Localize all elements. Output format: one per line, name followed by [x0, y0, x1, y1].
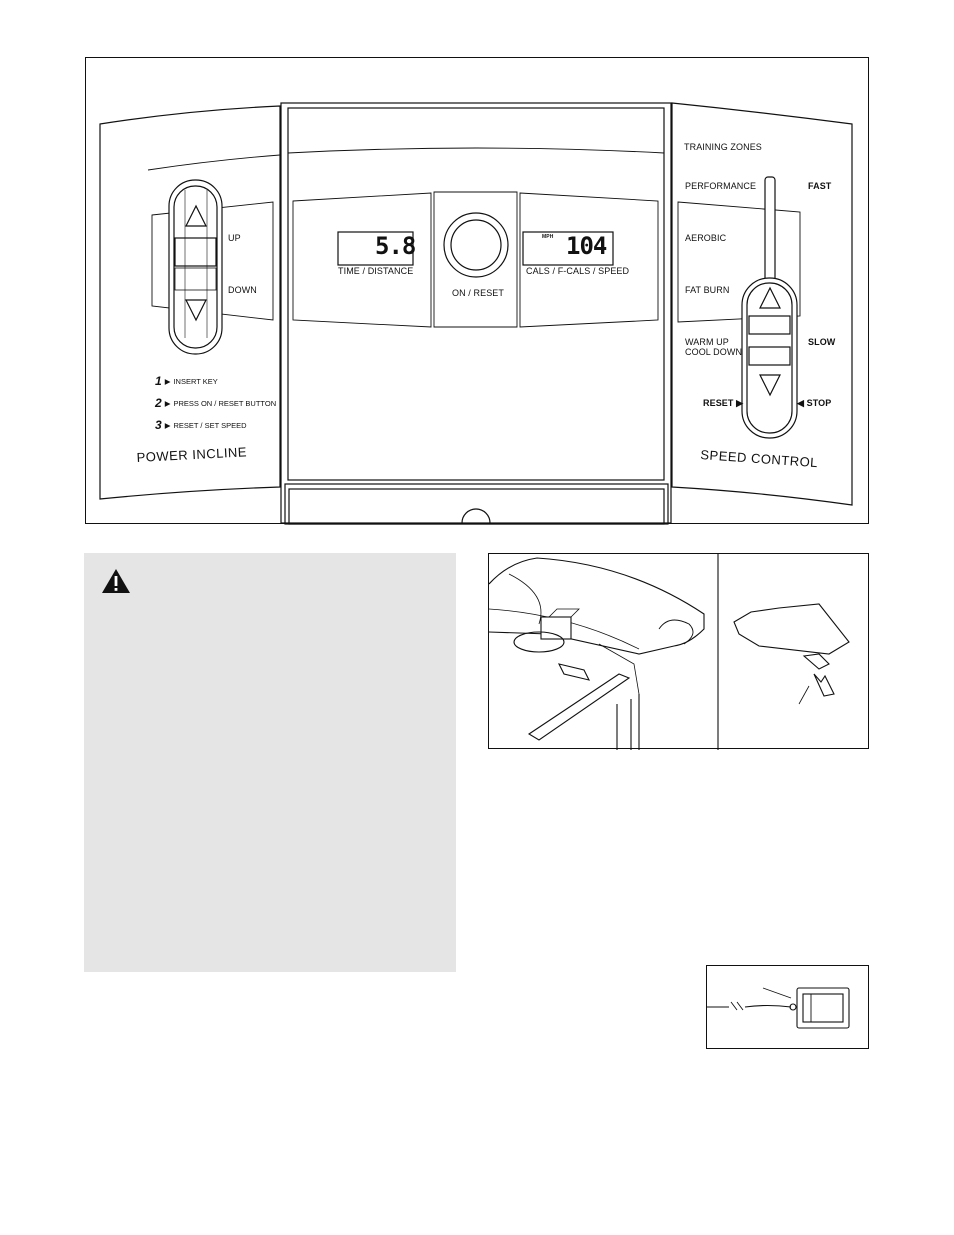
zone-performance: PERFORMANCE: [685, 181, 757, 191]
warning-box: [84, 553, 456, 972]
zone-aerobic: AEROBIC: [685, 233, 727, 243]
cals-speed-lcd: 104: [566, 232, 607, 260]
step-1: 1 ▶ INSERT KEY: [155, 374, 218, 388]
key-clip-figure: [488, 553, 869, 750]
step-arrow-icon: ▶: [164, 420, 171, 430]
step-text: RESET / SET SPEED: [173, 420, 247, 430]
key-slot-figure: [706, 965, 869, 1049]
incline-down-label: DOWN: [228, 285, 257, 295]
step-number: 3: [155, 418, 162, 432]
step-number: 2: [155, 396, 162, 410]
fast-label: FAST: [808, 181, 832, 191]
on-reset-label: ON / RESET: [452, 288, 505, 298]
reset-label: RESET ▶: [703, 398, 744, 408]
step-number: 1: [155, 374, 162, 388]
key-slot-drawing: [707, 987, 850, 1029]
warning-triangle-icon: [102, 569, 130, 593]
slow-label: SLOW: [808, 337, 836, 347]
step-3: 3 ▶ RESET / SET SPEED: [155, 418, 247, 432]
step-text: INSERT KEY: [173, 376, 218, 386]
zone-cool-down: COOL DOWN: [685, 347, 743, 357]
mph-indicator: MPH: [542, 234, 554, 240]
training-zones-title: TRAINING ZONES: [684, 142, 762, 152]
stop-label: ◀ STOP: [797, 398, 832, 408]
zone-warm-up: WARM UP: [685, 337, 729, 347]
step-arrow-icon: ▶: [164, 376, 171, 386]
incline-up-label: UP: [228, 233, 241, 243]
step-arrow-icon: ▶: [164, 398, 171, 408]
time-distance-label: TIME / DISTANCE: [338, 266, 414, 276]
step-2: 2 ▶ PRESS ON / RESET BUTTON: [155, 396, 276, 410]
step-text: PRESS ON / RESET BUTTON: [173, 398, 277, 408]
cals-speed-label: CALS / F-CALS / SPEED: [526, 266, 630, 276]
console-underside-drawing: [489, 554, 850, 750]
zone-fat-burn: FAT BURN: [685, 285, 730, 295]
time-distance-lcd: 5.8: [375, 232, 416, 260]
